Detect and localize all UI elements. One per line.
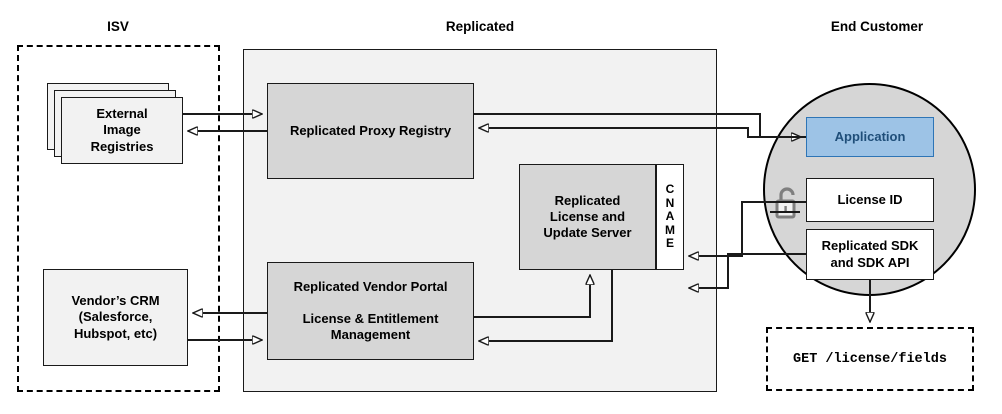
cname-letter-a: A (665, 209, 675, 224)
external-image-registries[interactable]: External Image Registries (61, 97, 183, 164)
vendor-portal-line-3: Management (330, 327, 411, 343)
cname-letter-m: M (665, 222, 675, 237)
header-replicated: Replicated (445, 19, 515, 34)
replicated-vendor-portal[interactable]: Replicated Vendor Portal License & Entit… (267, 262, 474, 360)
crm-line-3: Hubspot, etc) (73, 325, 158, 341)
cname-letter-n: N (665, 195, 675, 210)
replicated-license-update-server[interactable]: Replicated License and Update Server (519, 164, 656, 270)
header-isv: ISV (107, 19, 129, 34)
cname-strip: C N A M E (656, 164, 684, 270)
vendor-portal-line-1: Replicated Vendor Portal (293, 278, 448, 294)
sdk-line-2: and SDK API (830, 254, 910, 270)
customer-application[interactable]: Application (806, 117, 934, 157)
registry-line-3: Registries (90, 138, 154, 154)
vendor-portal-line-2: License & Entitlement (302, 311, 439, 326)
cname-letter-e: E (665, 236, 674, 251)
crm-line-2: (Salesforce, (78, 309, 153, 325)
open-padlock-icon (770, 186, 800, 222)
license-server-line-3: Update Server (543, 225, 632, 241)
crm-line-1: Vendor’s CRM (71, 293, 160, 309)
license-server-line-2: License and (549, 208, 626, 224)
sdk-line-1: Replicated SDK (821, 238, 919, 254)
replicated-proxy-registry[interactable]: Replicated Proxy Registry (267, 83, 474, 179)
registry-line-2: Image (103, 122, 141, 138)
vendor-crm[interactable]: Vendor’s CRM (Salesforce, Hubspot, etc) (43, 269, 188, 366)
cname-letter-c: C (665, 182, 675, 197)
header-end-customer: End Customer (830, 19, 924, 34)
api-call-box: GET /license/fields (766, 327, 974, 391)
customer-license-id[interactable]: License ID (806, 178, 934, 222)
license-server-line-1: Replicated (554, 192, 621, 208)
isv-boundary (17, 45, 220, 392)
registry-line-1: External (96, 106, 148, 122)
customer-replicated-sdk[interactable]: Replicated SDK and SDK API (806, 229, 934, 280)
